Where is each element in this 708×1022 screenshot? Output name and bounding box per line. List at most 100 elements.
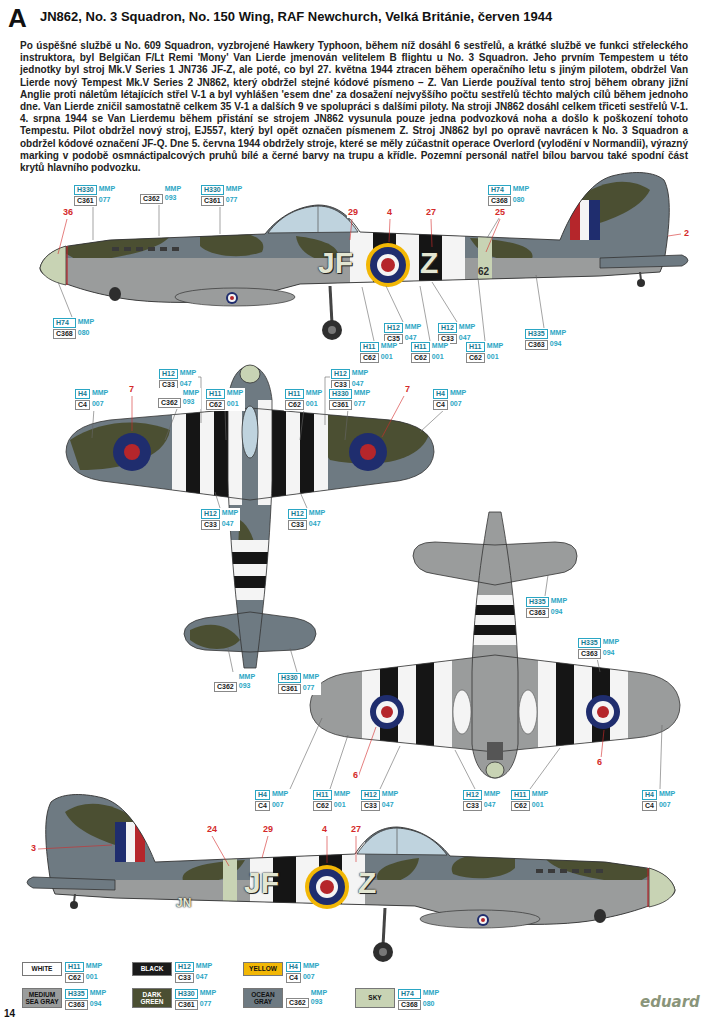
color-code: C62 [65, 973, 84, 983]
color-code: MMP [302, 962, 320, 972]
callout-number: 36 [62, 207, 74, 218]
callout-number: 29 [347, 207, 359, 218]
color-code: 007 [449, 400, 467, 410]
color-code: 077 [98, 196, 116, 206]
callout-number: 6 [352, 770, 359, 781]
code-letters: Z [420, 246, 438, 280]
color-code: MMP [333, 790, 351, 800]
color-code [214, 673, 237, 681]
color-callout: MMPC362093 [139, 184, 183, 205]
code-letters: Z [358, 866, 376, 900]
color-callout: MMPC362093 [213, 672, 257, 693]
color-code: 047 [308, 520, 326, 530]
color-code: MMP [77, 318, 95, 328]
color-callout: H4MMPC4007 [432, 388, 468, 411]
color-code: H11 [360, 342, 379, 352]
color-code: MMP [512, 185, 530, 195]
color-callout: H330MMPC361077 [200, 184, 244, 207]
color-code: 007 [271, 801, 289, 811]
color-code: C368 [398, 1000, 421, 1010]
color-code: H12 [438, 323, 457, 333]
color-code: 001 [305, 400, 323, 410]
bottom-view [300, 505, 690, 785]
color-code: MMP [225, 185, 243, 195]
color-code: MMP [226, 389, 244, 399]
color-code: 077 [302, 684, 320, 694]
color-code: C363 [526, 608, 549, 618]
color-code: C368 [488, 196, 511, 206]
color-callout: H330MMPC361077 [277, 672, 321, 695]
color-code: H330 [74, 185, 97, 195]
color-code: C368 [53, 329, 76, 339]
callout-number: 4 [321, 824, 328, 835]
color-code: H4 [433, 389, 448, 399]
color-callout: H335MMPC363094 [524, 328, 568, 351]
color-code: 093 [164, 194, 182, 204]
legend-swatch: OCEAN GRAY [243, 988, 283, 1008]
legend-swatch: DARK GREEN [132, 988, 172, 1008]
color-code: H335 [526, 597, 549, 607]
color-code: H74 [398, 989, 421, 999]
color-callout: H11MMPC62001 [410, 341, 450, 364]
color-code: C4 [642, 801, 657, 811]
color-code: MMP [308, 509, 326, 519]
top-view [60, 360, 440, 680]
callout-number: 4 [386, 207, 393, 218]
color-callout: H4MMPC4007 [285, 961, 321, 984]
color-code: H330 [278, 673, 301, 683]
brand-logo: eduard [640, 994, 700, 1011]
color-callout: MMPC362093 [157, 388, 201, 409]
color-code: H11 [206, 389, 225, 399]
color-callout: H11MMPC62001 [510, 789, 550, 812]
color-code: C4 [286, 973, 301, 983]
color-code: H11 [466, 342, 485, 352]
color-code: MMP [404, 323, 422, 333]
color-code: H11 [511, 790, 530, 800]
color-code: 080 [512, 196, 530, 206]
color-code: H12 [463, 790, 482, 800]
callout-number: 29 [262, 824, 274, 835]
aircraft-number: 62 [478, 266, 489, 278]
color-code: C62 [411, 353, 430, 363]
callout-number: 6 [596, 757, 603, 768]
color-code: 001 [431, 353, 449, 363]
color-callout: H11MMPC62001 [359, 341, 399, 364]
color-callout: H74MMPC368080 [52, 317, 96, 340]
color-code: C62 [206, 400, 225, 410]
color-code: 001 [226, 400, 244, 410]
color-code: H330 [329, 389, 352, 399]
color-callout: H335MMPC363094 [525, 596, 569, 619]
plate-letter: A [8, 4, 27, 32]
color-code: C362 [214, 682, 237, 692]
color-code: MMP [164, 185, 182, 193]
legend-text: SKY [368, 994, 381, 1002]
color-code: H74 [488, 185, 511, 195]
color-code: MMP [221, 509, 239, 519]
color-code: C62 [466, 353, 485, 363]
color-callout: H12MMPC33047 [174, 961, 214, 984]
color-code: MMP [199, 989, 217, 999]
color-code: 094 [602, 649, 620, 659]
code-letters: JF [244, 866, 279, 900]
color-code: MMP [89, 989, 107, 999]
color-code: MMP [458, 323, 476, 333]
color-code: MMP [422, 989, 440, 999]
number-leaders [38, 219, 681, 866]
color-code: H12 [361, 790, 380, 800]
color-code: H330 [175, 989, 198, 999]
color-code: 001 [486, 353, 504, 363]
callout-number: 7 [128, 384, 135, 395]
legend-swatch: SKY [355, 988, 395, 1008]
color-code: C4 [433, 400, 448, 410]
color-callout: H335MMPC363094 [577, 637, 621, 660]
color-code [286, 989, 309, 997]
color-callout: H74MMPC368080 [487, 184, 531, 207]
color-code: MMP [531, 790, 549, 800]
color-callout: H330MMPC361077 [174, 988, 218, 1011]
color-code: 001 [380, 353, 398, 363]
color-code: 047 [483, 801, 501, 811]
color-code: MMP [550, 597, 568, 607]
color-callout: H11MMPC62001 [64, 961, 104, 984]
description-text: Po úspěšné službě u No. 609 Squadron, vy… [20, 40, 688, 174]
color-code: MMP [271, 790, 289, 800]
